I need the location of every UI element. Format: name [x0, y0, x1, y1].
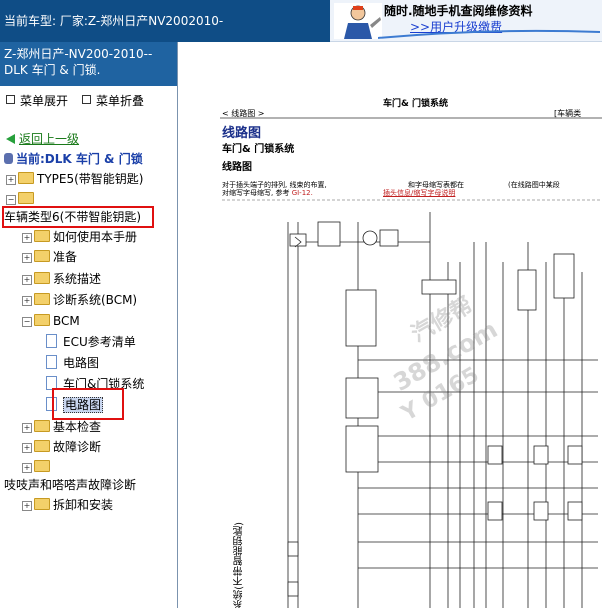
tree-item-basic-check[interactable]: +基本检查: [22, 420, 102, 434]
doc-note-link[interactable]: 插头信息/缩写字母说明: [383, 189, 456, 197]
folder-open-icon: [18, 192, 34, 204]
tree-item-wiring-b[interactable]: 电路图: [42, 396, 104, 414]
vertical-caption: 车门系统(不带智能钥匙): [234, 522, 245, 608]
collapse-minus-icon: −: [22, 317, 32, 327]
doc-note-line1: 对于插头端子的排列, 线束的布置,: [222, 181, 327, 189]
document-view: 车门& 门锁系统 < 线路图 > [车辆类 线路图 车门& 门锁系统 线路图 对…: [178, 42, 602, 608]
tree-item-type6[interactable]: 车辆类型6(不带智能钥匙): [4, 210, 141, 224]
tree-item-how-to-use[interactable]: +如何使用本手册: [22, 230, 138, 244]
expand-all-button[interactable]: 菜单展开: [6, 92, 68, 109]
expand-square-icon: [6, 95, 15, 104]
doc-note-mid: 和字母缩写表都在: [408, 181, 464, 189]
doc-note-right: (在线路图中某段: [508, 181, 560, 189]
left-nav-pane: Z-郑州日产-NV200-2010-- DLK 车门 & 门锁. 菜单展开 菜单…: [0, 42, 178, 608]
folder-icon: [34, 420, 50, 432]
folder-icon: [34, 440, 50, 452]
mechanic-logo-icon: [334, 3, 382, 39]
tree-item-system-desc[interactable]: +系统描述: [22, 272, 102, 286]
document-icon: [46, 355, 57, 369]
folder-open-icon: [34, 314, 50, 326]
tree-item-diag[interactable]: +诊断系统(BCM): [22, 293, 138, 307]
highlight-box: [2, 206, 154, 228]
collapse-all-button[interactable]: 菜单折叠: [82, 92, 144, 109]
tree-item-ecu-ref[interactable]: ECU参考清单: [42, 333, 136, 351]
database-icon: [4, 153, 13, 164]
left-pane-title: Z-郑州日产-NV200-2010-- DLK 车门 & 门锁.: [0, 42, 177, 86]
doc-subtitle: 车门& 门锁系统: [222, 144, 295, 155]
folder-icon: [34, 230, 50, 242]
folder-icon: [34, 498, 50, 510]
folder-icon: [34, 250, 50, 262]
back-link[interactable]: 返回上一级: [6, 130, 79, 147]
expand-plus-icon: +: [22, 423, 32, 433]
tree-item-trouble-diag[interactable]: +故障诊断: [22, 440, 102, 454]
tree-item-removal[interactable]: +拆卸和安装: [22, 498, 114, 512]
expand-plus-icon: +: [6, 175, 16, 185]
collapse-square-icon: [82, 95, 91, 104]
tree-item-prep[interactable]: +准备: [22, 250, 78, 264]
folder-icon: [34, 272, 50, 284]
ad-banner[interactable]: 随时.随地手机查阅维修资料 >>用户升级缴费: [330, 0, 602, 42]
expand-plus-icon: +: [22, 443, 32, 453]
upgrade-link[interactable]: >>用户升级缴费: [410, 20, 503, 34]
folder-icon: [34, 293, 50, 305]
document-icon: [46, 397, 57, 411]
folder-icon: [34, 460, 50, 472]
expand-plus-icon: +: [22, 296, 32, 306]
tree-item-type6-toggle[interactable]: −: [6, 190, 37, 208]
collapse-minus-icon: −: [6, 195, 16, 205]
tree-item-bcm[interactable]: −BCM: [22, 314, 80, 328]
expand-plus-icon: +: [22, 501, 32, 511]
folder-icon: [18, 172, 34, 184]
doc-note-line2: 对缩写字母缩写, 参考 GI-12.: [222, 189, 313, 197]
doc-header-right: [车辆类: [554, 109, 582, 118]
tree-item-door-lock-system[interactable]: 车门&门锁系统: [42, 375, 144, 393]
tree-item-squeak[interactable]: 吱吱声和嗒嗒声故障诊断: [4, 478, 137, 492]
expand-plus-icon: +: [22, 463, 32, 473]
document-icon: [46, 334, 57, 348]
back-arrow-icon: [6, 134, 15, 144]
tree-item-squeak-toggle[interactable]: +: [22, 458, 53, 476]
expand-plus-icon: +: [22, 253, 32, 263]
doc-header-left: < 线路图 >: [222, 109, 265, 118]
top-bar: 当前车型: 厂家:Z-郑州日产NV2002010-: [0, 0, 330, 42]
doc-title: 线路图: [222, 126, 262, 141]
doc-section: 线路图: [222, 162, 252, 173]
document-icon: [46, 376, 57, 390]
tree-item-type5[interactable]: +TYPE5(带智能钥匙): [6, 172, 144, 186]
ad-line-1: 随时.随地手机查阅维修资料: [384, 4, 533, 18]
current-location: 当前:DLK 车门 & 门锁: [4, 150, 143, 167]
vehicle-info: 当前车型: 厂家:Z-郑州日产NV2002010-: [4, 14, 224, 28]
wiring-diagram: [220, 117, 602, 608]
swoosh-decoration: [378, 29, 600, 39]
expand-plus-icon: +: [22, 233, 32, 243]
doc-header-center: 车门& 门锁系统: [383, 99, 448, 109]
tree-item-wiring-a[interactable]: 电路图: [42, 354, 99, 372]
expand-plus-icon: +: [22, 275, 32, 285]
highlight-box: [52, 388, 124, 420]
